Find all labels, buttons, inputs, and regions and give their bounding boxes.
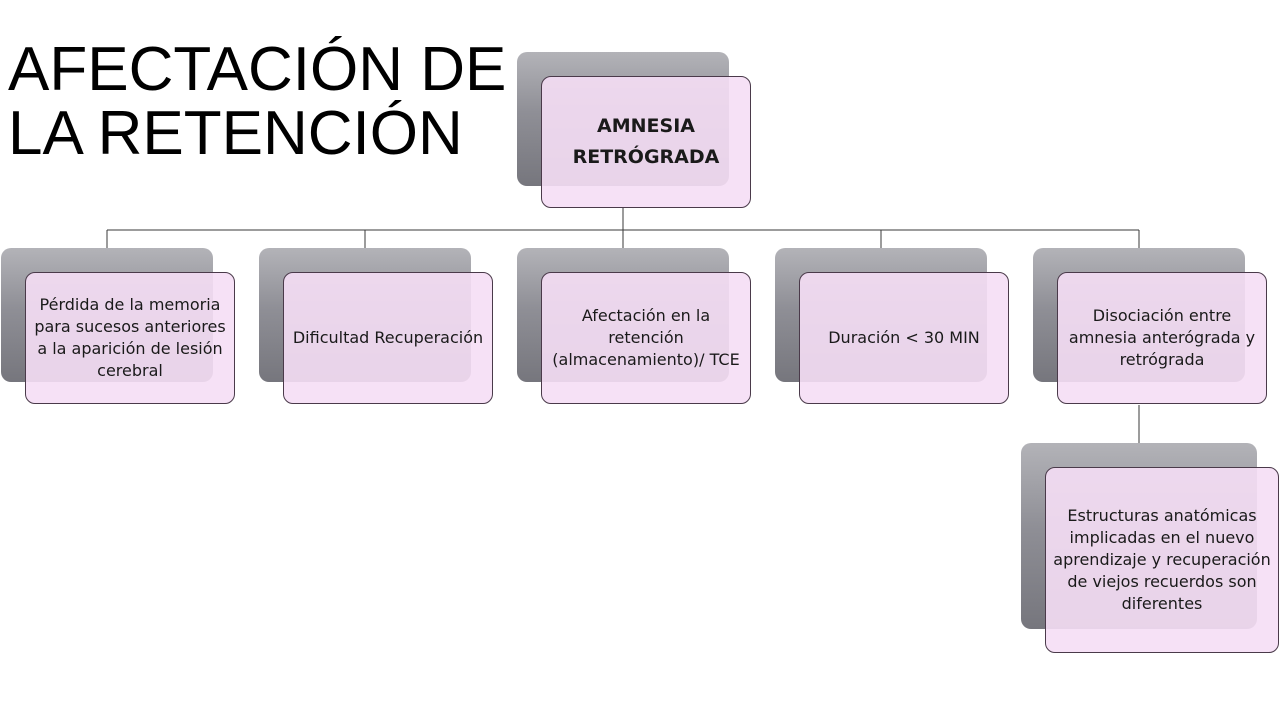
node-child-2: Dificultad Recuperación [259,248,493,404]
node-grandchild-label: Estructuras anatómicas implicadas en el … [1045,467,1279,653]
node-child-5: Disociación entre amnesia anterógrada y … [1033,248,1267,404]
node-child-4-label: Duración < 30 MIN [799,272,1009,404]
node-root: AMNESIA RETRÓGRADA [517,52,751,208]
node-child-3-label: Afectación en la retención (almacenamien… [541,272,751,404]
node-child-1-label: Pérdida de la memoria para sucesos anter… [25,272,235,404]
slide-title: AFECTACIÓN DE LA RETENCIÓN [8,38,528,166]
node-child-4: Duración < 30 MIN [775,248,1009,404]
node-child-1: Pérdida de la memoria para sucesos anter… [1,248,235,404]
node-child-2-label: Dificultad Recuperación [283,272,493,404]
node-child-5-label: Disociación entre amnesia anterógrada y … [1057,272,1267,404]
node-grandchild: Estructuras anatómicas implicadas en el … [1021,443,1279,653]
title-line-2: LA RETENCIÓN [8,99,463,168]
node-root-label: AMNESIA RETRÓGRADA [541,76,751,208]
node-child-3: Afectación en la retención (almacenamien… [517,248,751,404]
title-line-1: AFECTACIÓN DE [8,35,507,104]
